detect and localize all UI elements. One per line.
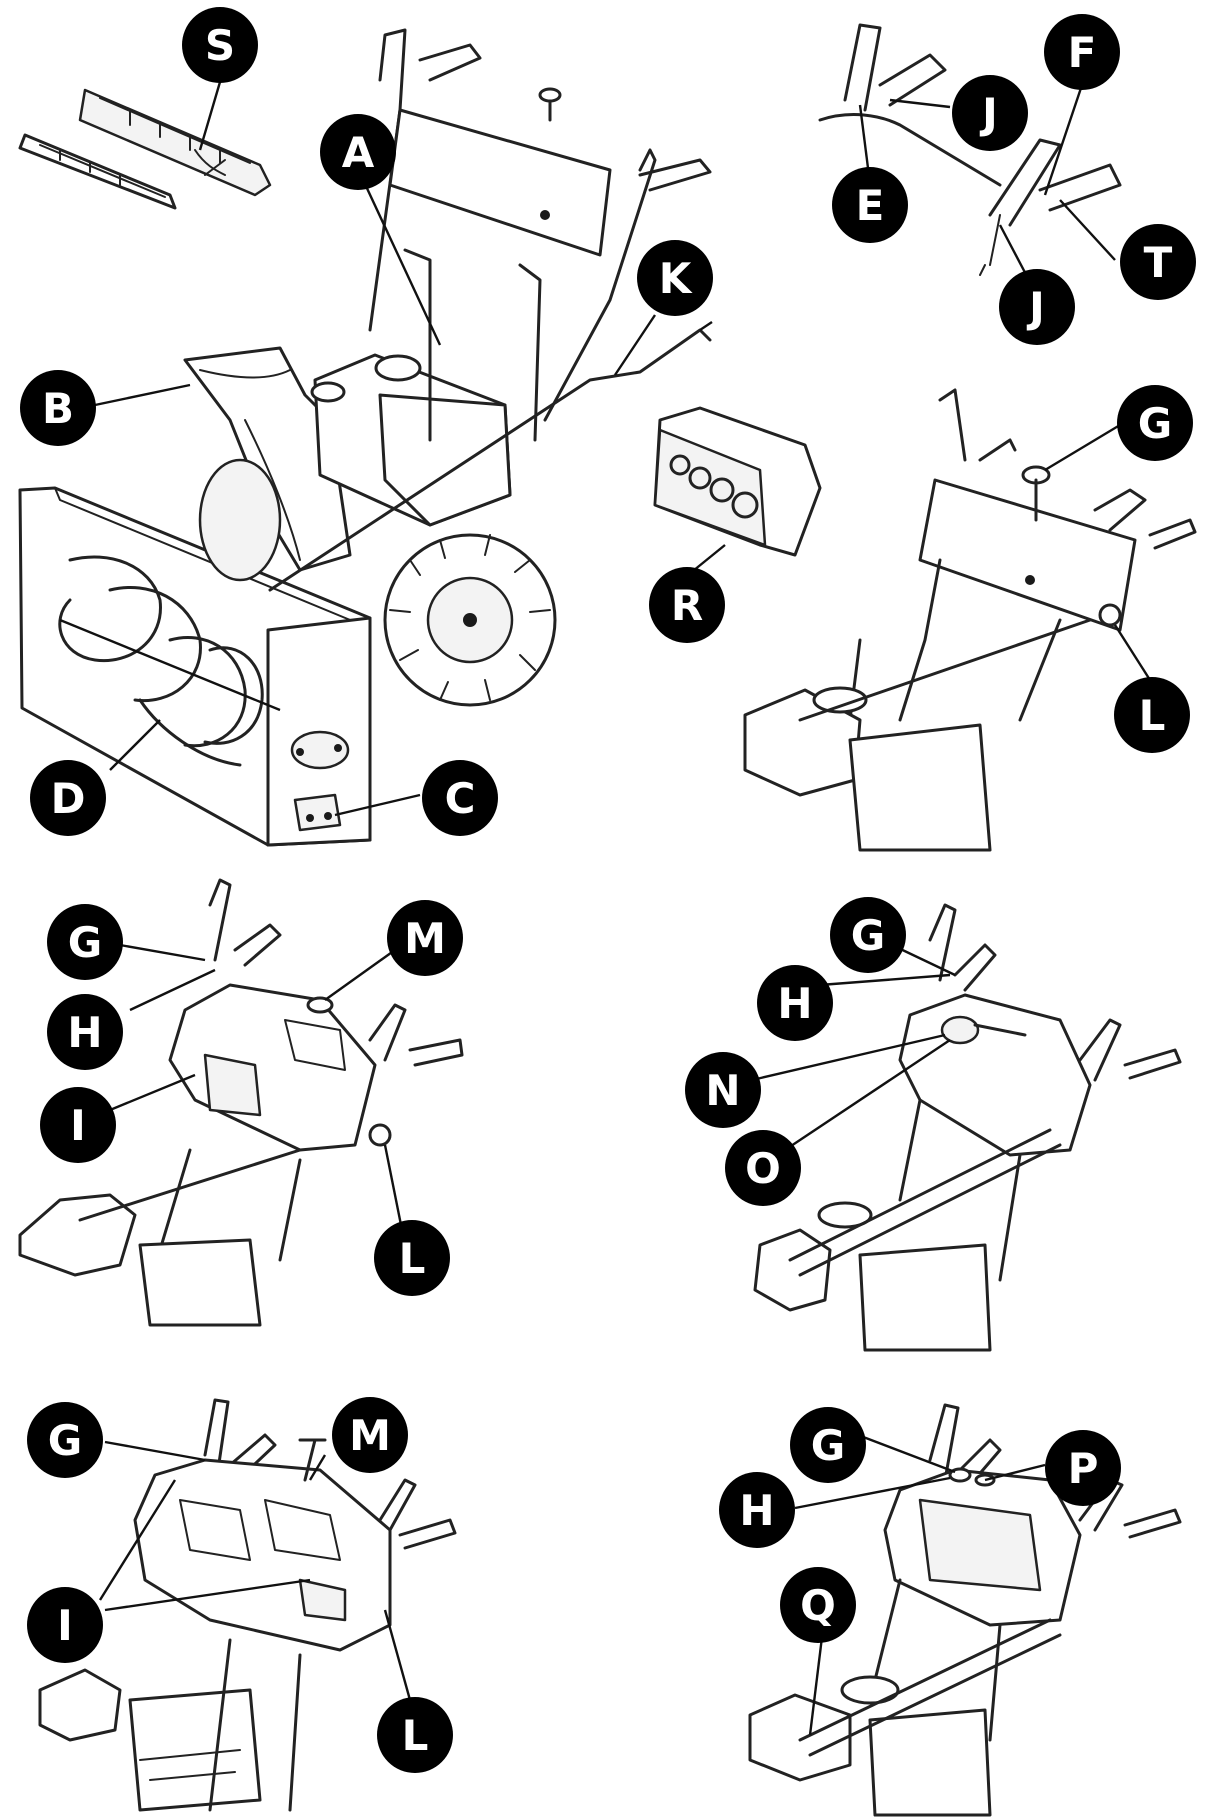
callout-A-text: A: [342, 128, 375, 177]
callout-L-panel1: L: [1114, 677, 1190, 753]
callout-M-panel2: M: [387, 900, 463, 976]
callout-P-panel5-text: P: [1068, 1444, 1099, 1493]
callout-G-panel2: G: [47, 904, 123, 980]
callout-J-top-text: J: [979, 89, 998, 138]
callout-L-panel2: L: [374, 1220, 450, 1296]
callout-G-panel5-text: G: [811, 1421, 845, 1470]
callout-J-bottom-text: J: [1026, 283, 1045, 332]
handle-detail-illustration: [818, 23, 1122, 276]
panel-1-illustration: [743, 388, 1197, 852]
callout-O-panel3: O: [725, 1130, 801, 1206]
callout-K-text: K: [659, 254, 693, 303]
callout-D: D: [30, 760, 106, 836]
callout-J-bottom: J: [999, 269, 1075, 345]
snow-thrower-main-illustration: [18, 28, 713, 847]
callout-S: S: [182, 7, 258, 83]
callout-F: F: [1044, 14, 1120, 90]
callout-G-panel3-text: G: [851, 911, 885, 960]
skid-shoes-illustration: [18, 88, 272, 210]
callout-P-panel5: P: [1045, 1430, 1121, 1506]
callout-M-panel2-text: M: [404, 914, 446, 963]
panel-4-illustration: [38, 1398, 457, 1812]
callout-N-panel3: N: [685, 1052, 761, 1128]
callout-H-panel2-text: H: [67, 1008, 102, 1057]
callout-B-text: B: [42, 384, 74, 433]
callout-B: B: [20, 370, 96, 446]
callout-M-panel4: M: [332, 1397, 408, 1473]
callout-T-text: T: [1144, 238, 1173, 287]
callout-S-text: S: [205, 21, 235, 70]
callout-L-panel4-text: L: [402, 1711, 429, 1760]
callout-L-panel1-text: L: [1139, 691, 1166, 740]
callout-A: A: [320, 114, 396, 190]
callout-L-panel2-text: L: [399, 1234, 426, 1283]
callout-H-panel2: H: [47, 994, 123, 1070]
callout-I-panel2: I: [40, 1087, 116, 1163]
callout-E-text: E: [856, 181, 885, 230]
callout-J-top: J: [952, 75, 1028, 151]
callout-O-panel3-text: O: [745, 1144, 781, 1193]
callout-I-panel4-text: I: [57, 1601, 73, 1650]
callout-T: T: [1120, 224, 1196, 300]
callout-H-panel3: H: [757, 965, 833, 1041]
callout-G-panel2-text: G: [68, 918, 102, 967]
callout-Q-panel5-text: Q: [800, 1581, 836, 1630]
callout-R-text: R: [671, 581, 703, 630]
callout-G-panel3: G: [830, 897, 906, 973]
callout-C-text: C: [445, 774, 476, 823]
callout-M-panel4-text: M: [349, 1411, 391, 1460]
panel-2-illustration: [18, 878, 464, 1327]
callout-E: E: [832, 167, 908, 243]
callout-G-panel1: G: [1117, 385, 1193, 461]
callout-D-text: D: [51, 774, 86, 823]
auger: [58, 555, 281, 767]
callout-K: K: [637, 240, 713, 316]
callout-G-panel1-text: G: [1138, 399, 1172, 448]
panel-3-illustration: [753, 903, 1182, 1352]
callout-I-panel2-text: I: [70, 1101, 86, 1150]
callout-G-panel4-text: G: [48, 1416, 82, 1465]
callout-Q-panel5: Q: [780, 1567, 856, 1643]
callout-G-panel5: G: [790, 1407, 866, 1483]
led-light-illustration: [653, 406, 822, 557]
callout-C: C: [422, 760, 498, 836]
callout-F-text: F: [1068, 28, 1097, 77]
callout-L-panel4: L: [377, 1697, 453, 1773]
callout-H-panel5: H: [719, 1472, 795, 1548]
callout-I-panel4: I: [27, 1587, 103, 1663]
panel-5-illustration: [748, 1403, 1182, 1817]
callout-H-panel5-text: H: [739, 1486, 774, 1535]
callout-H-panel3-text: H: [777, 979, 812, 1028]
callout-R: R: [649, 567, 725, 643]
callout-N-panel3-text: N: [705, 1066, 740, 1115]
callout-G-panel4: G: [27, 1402, 103, 1478]
